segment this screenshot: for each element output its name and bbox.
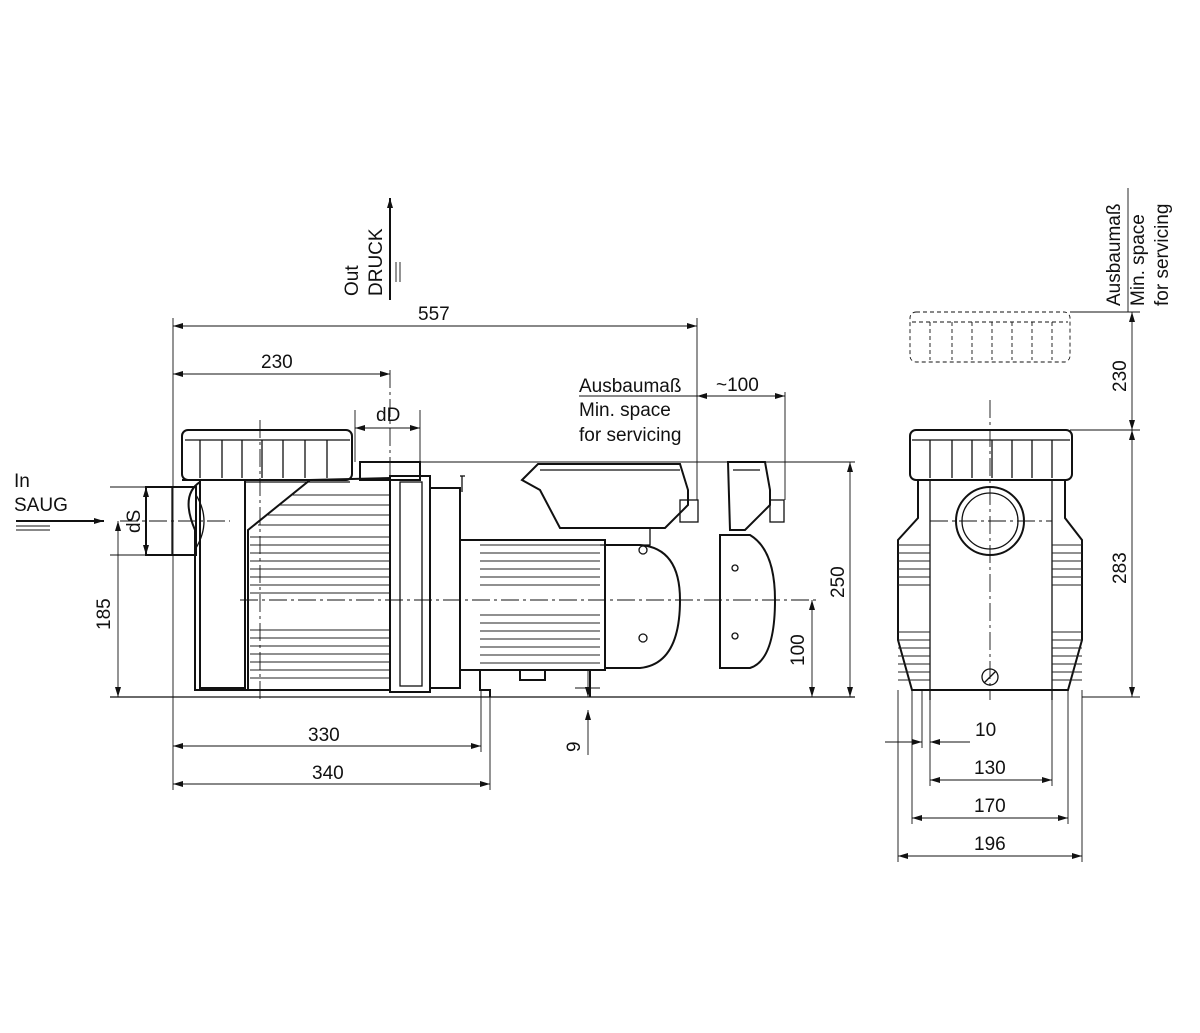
ds-label: dS (124, 510, 145, 533)
motor-feet (479, 670, 591, 697)
dim-196: 196 (974, 834, 1006, 855)
dd-label: dD (376, 405, 400, 426)
motor-flange (389, 475, 465, 693)
service-label-de: Ausbaumaß (579, 376, 681, 397)
pump-housing (247, 476, 391, 691)
strainer-lid-front (909, 429, 1073, 481)
dim-lid-230: 230 (1110, 360, 1131, 392)
dim-330: 330 (308, 725, 340, 746)
front-service-label-en1: Min. space (1128, 214, 1149, 306)
dim-10: 10 (975, 720, 996, 741)
service-label-en1: Min. space (579, 400, 671, 421)
in-label: In (14, 471, 30, 492)
dim-185: 185 (94, 598, 115, 630)
side-view: Out DRUCK In SAUG 557 230 dD dS Ausbauma… (14, 198, 855, 790)
dim-130: 130 (974, 758, 1006, 779)
dim-230: 230 (261, 352, 293, 373)
front-view: Ausbaumaß Min. space for servicing 230 2… (885, 188, 1173, 862)
dim-170: 170 (974, 796, 1006, 817)
service-outline (719, 461, 785, 669)
dim-service-100: ~100 (716, 375, 759, 396)
out-label: Out (342, 265, 363, 296)
motor-body (459, 539, 682, 671)
saug-label: SAUG (14, 495, 68, 516)
lifted-lid (909, 311, 1071, 363)
terminal-box (520, 463, 699, 546)
dim-9: 9 (564, 741, 585, 752)
service-label-en2: for servicing (579, 425, 681, 446)
dim-557: 557 (418, 304, 450, 325)
dim-283: 283 (1110, 552, 1131, 584)
front-service-label-en2: for servicing (1152, 204, 1173, 306)
front-service-label-de: Ausbaumaß (1104, 204, 1125, 306)
dim-100: 100 (788, 634, 809, 666)
dim-250: 250 (828, 566, 849, 598)
druck-label: DRUCK (366, 228, 387, 296)
dim-340: 340 (312, 763, 344, 784)
strainer-lid-side (181, 429, 353, 481)
strainer-pot (182, 479, 246, 689)
